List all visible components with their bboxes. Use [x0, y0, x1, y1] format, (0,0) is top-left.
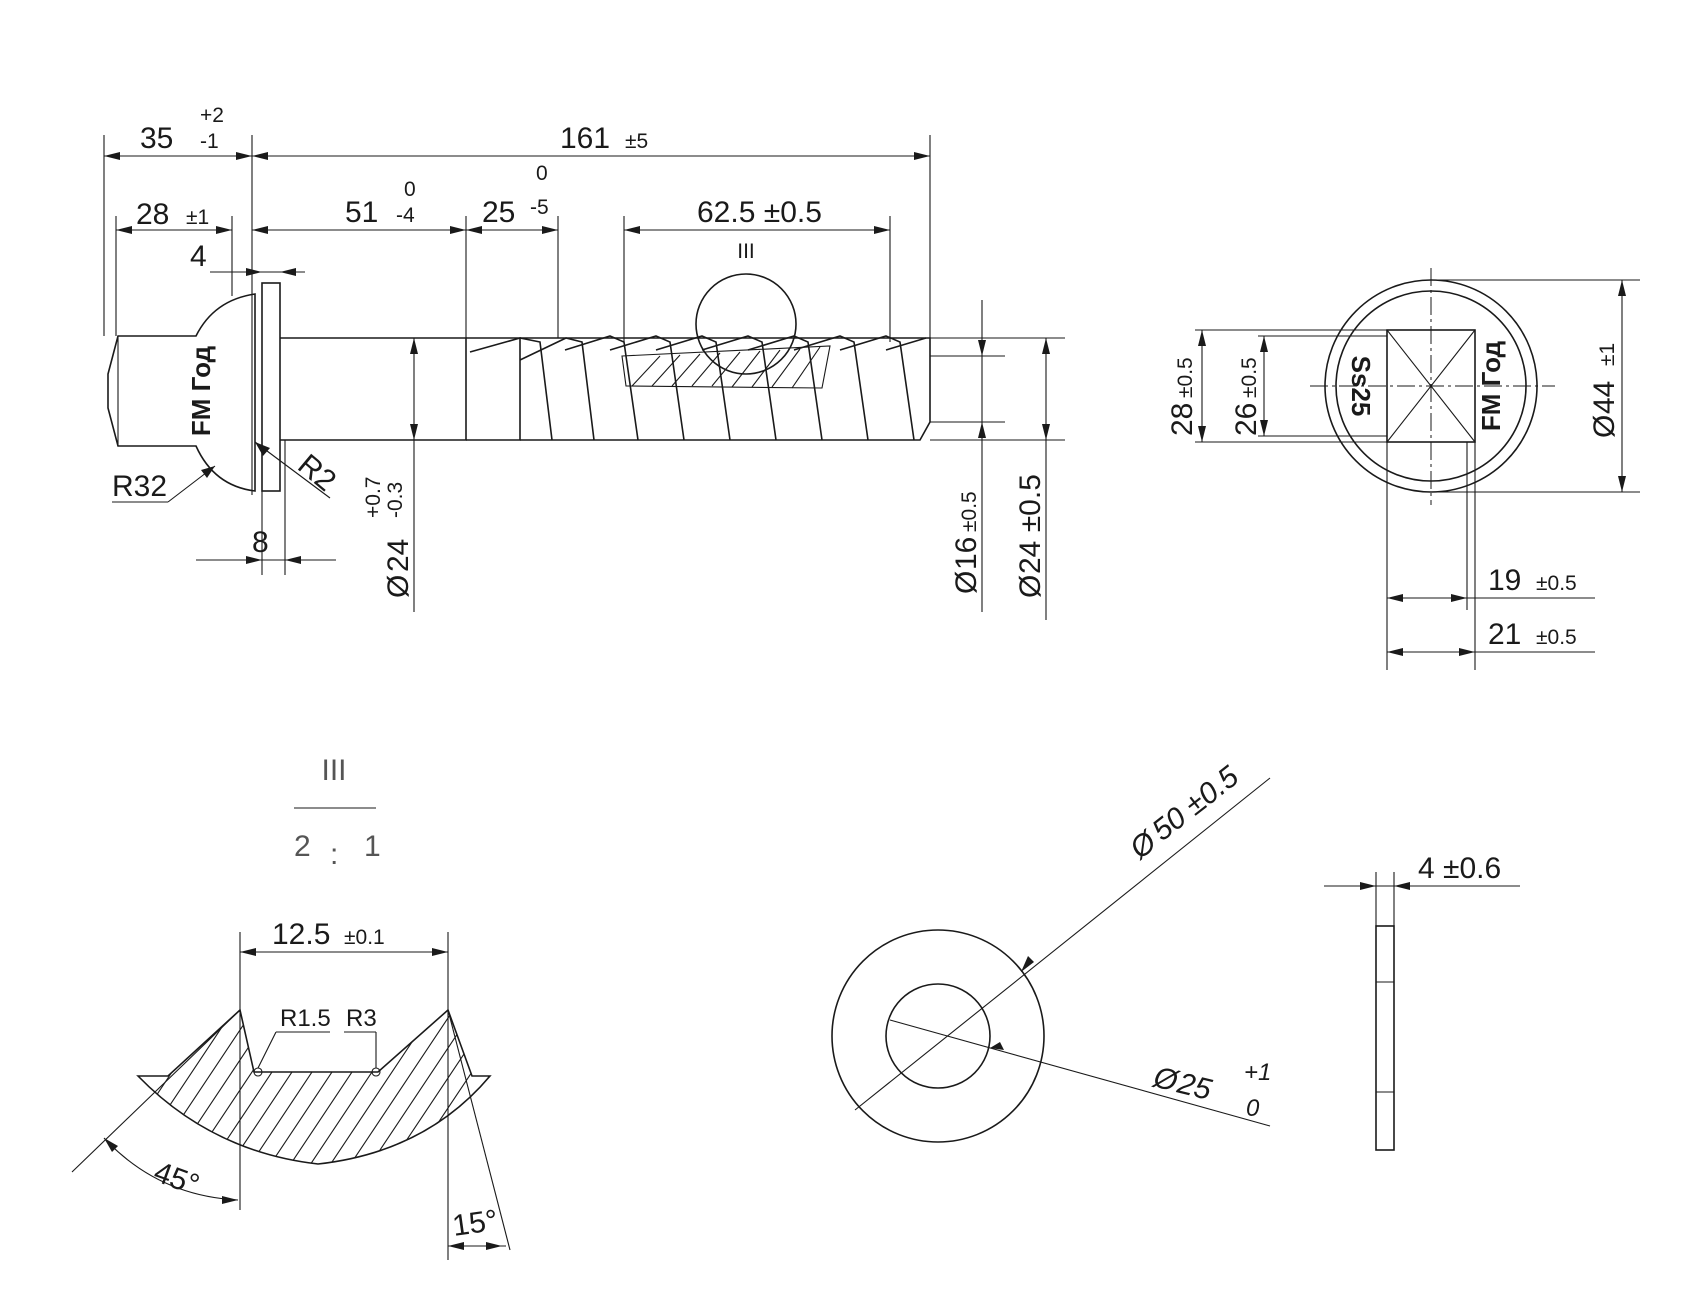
dim-shank-dia-tol-upper: +0.7: [362, 477, 385, 518]
dim-shank-dia-tol-lower: -0.3: [384, 482, 407, 518]
end-diameter: 44: [1588, 381, 1621, 414]
screw-thread-body: [520, 337, 931, 441]
dim-shank-diameter: 24: [382, 539, 415, 572]
washer-inner-tol-upper: +1: [1244, 1059, 1271, 1086]
dim-transition-tol-lower: -5: [530, 196, 549, 219]
screw-shank: [280, 337, 467, 441]
dim-head-tol-upper: +2: [200, 104, 224, 127]
dim-washer-thickness: 4: [190, 240, 207, 273]
detail-scale-right: 1: [364, 830, 381, 863]
dim-overall-tol: ±5: [625, 130, 648, 153]
dim-shank-dia-symbol: Ø: [382, 575, 415, 598]
dim-thread-diameter: 24 ±0.5: [1014, 474, 1047, 574]
detail-circle: [695, 273, 797, 375]
dim-collar: 8: [252, 526, 269, 559]
dim-core-diameter: 16: [950, 537, 983, 570]
dim-shank-tol-upper: 0: [404, 178, 416, 201]
dim-overall-length: 161: [560, 122, 610, 155]
detail-angle-1: 45°: [150, 1156, 204, 1203]
washer-thickness: 4 ±0.6: [1418, 852, 1501, 885]
head-marking: FM Год: [186, 345, 216, 436]
dim-transition-tol-upper: 0: [536, 162, 548, 185]
washer-inner-diameter: 25: [1173, 1067, 1215, 1107]
screw-side-view: FM Год: [103, 104, 1065, 620]
dim-core-dia-tol: ±0.5: [958, 491, 981, 532]
washer-outer: [831, 929, 1045, 1143]
end-mark-left: Ss25: [1346, 356, 1376, 417]
head-radius: R32: [112, 470, 167, 503]
detail-ref: III: [737, 240, 755, 263]
end-diameter-tol: ±1: [1596, 343, 1619, 366]
dim-thread-dia-symbol: Ø: [1014, 575, 1047, 598]
thread-section: [621, 345, 831, 389]
screw-end-view: Ss25 FM Год Ø 44 ±1 28 ±0.5 26 ±0.5 19: [1166, 268, 1640, 670]
detail-angle-2: 15°: [450, 1204, 500, 1243]
dim-core-dia-symbol: Ø: [950, 571, 983, 594]
detail-view: III 2 : 1: [71, 754, 511, 1260]
washer-outer-diameter: 50 ±0.5: [1146, 760, 1245, 848]
end-outer-square-tol: ±0.5: [1174, 357, 1197, 398]
end-width-outer: 21: [1488, 618, 1521, 651]
detail-scale-sep: :: [330, 838, 338, 871]
washer-plate: [261, 282, 281, 492]
dim-head-length: 35: [140, 122, 173, 155]
detail-root-radius-1: R1.5: [280, 1005, 331, 1032]
dim-head-tol-lower: -1: [200, 130, 219, 153]
dim-head-part-tol: ±1: [186, 206, 209, 229]
detail-root-radius-2: R3: [346, 1005, 377, 1032]
end-inner-square-tol: ±0.5: [1238, 357, 1261, 398]
detail-pitch-tol: ±0.1: [344, 926, 385, 949]
dim-head-part: 28: [136, 198, 169, 231]
end-dia-symbol: Ø: [1588, 415, 1621, 438]
detail-scale-left: 2: [294, 830, 311, 863]
detail-pitch: 12.5: [272, 918, 330, 951]
end-mark-right: FM Год: [1476, 340, 1506, 431]
washer-side: [1375, 925, 1395, 1151]
dim-thread-length: 62.5 ±0.5: [697, 196, 822, 229]
detail-label: III: [321, 754, 346, 787]
washer-view: Ø 50 ±0.5 Ø 25 +1 0 4 ±0.6: [831, 760, 1520, 1151]
washer-inner-tol-lower: 0: [1246, 1095, 1260, 1122]
end-inner-square: 26: [1230, 403, 1263, 436]
washer-inner: [885, 983, 991, 1089]
screw-transition: [466, 337, 521, 441]
thread-crests: [469, 335, 927, 441]
screw-head: [107, 293, 256, 492]
section-hatch: [631, 346, 821, 389]
end-width-inner: 19: [1488, 564, 1521, 597]
end-width-inner-tol: ±0.5: [1536, 572, 1577, 595]
dim-transition-length: 25: [482, 196, 515, 229]
end-width-outer-tol: ±0.5: [1536, 626, 1577, 649]
dim-shank-tol-lower: -4: [396, 204, 415, 227]
fillet-radius: R2: [292, 448, 343, 498]
dim-shank-length: 51: [345, 196, 378, 229]
end-outer-square: 28: [1166, 403, 1199, 436]
thread-profile: [136, 1008, 492, 1165]
